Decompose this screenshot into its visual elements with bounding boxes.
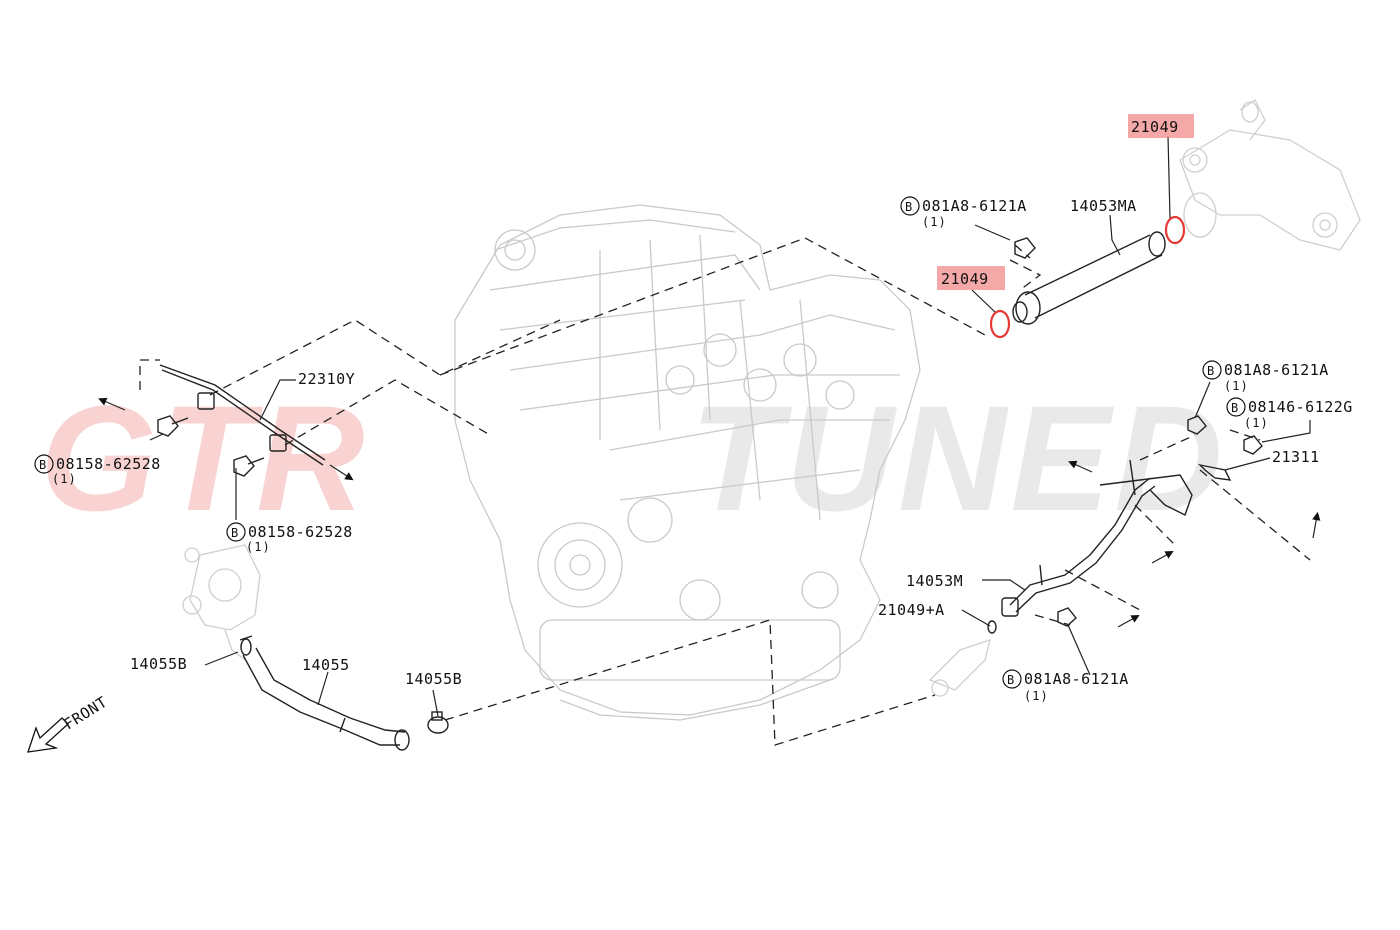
part-labels: 21049 21049 081A8-6121A (1) 14053MA 2231… — [52, 118, 1353, 703]
bolt-08146 — [1243, 435, 1263, 455]
bolt-mark-icon: B — [231, 526, 239, 540]
arrow-right-icon — [329, 464, 354, 481]
arrow-left-icon — [1068, 460, 1093, 473]
label-21049a: 21049+A — [878, 601, 945, 619]
engine-block-illustration — [454, 204, 921, 721]
harness-bracket-22310y — [159, 364, 326, 466]
arrow-up-icon — [1312, 511, 1321, 539]
thermostat-housing-illustration — [182, 544, 261, 661]
water-hose-14055 — [242, 647, 410, 751]
bolt-081a8-bottom — [1057, 607, 1077, 627]
bolt-mark-icon: B — [905, 200, 913, 214]
bolt-mark-icon: B — [39, 458, 47, 472]
label-14055b-left: 14055B — [130, 655, 187, 673]
direction-arrows — [98, 397, 1321, 628]
label-081a8-right: 081A8-6121A — [1224, 361, 1329, 379]
front-label: FRONT — [61, 693, 111, 734]
bolt-mark-icon: B — [1007, 673, 1015, 687]
watermark-right-text: TUNED — [690, 374, 1227, 542]
label-08158-left-qty: (1) — [52, 472, 77, 486]
label-21049-top: 21049 — [1131, 118, 1179, 136]
label-21049-mid: 21049 — [941, 270, 989, 288]
bracket-21311 — [1197, 463, 1232, 481]
front-indicator: FRONT — [27, 693, 111, 753]
bolt-081a8-top — [1014, 237, 1036, 259]
arrow-right-icon — [1117, 614, 1140, 628]
label-14053ma: 14053MA — [1070, 197, 1137, 215]
water-pipe-14053ma — [1012, 231, 1166, 325]
front-arrow-icon — [27, 717, 69, 753]
label-08158-left: 08158-62528 — [56, 455, 161, 473]
label-21311: 21311 — [1272, 448, 1320, 466]
bolt-08158-left — [157, 415, 189, 437]
highlight-box-21049-mid — [937, 266, 1005, 290]
watermark: GTR TUNED — [40, 374, 1227, 542]
label-14053m: 14053M — [906, 572, 963, 590]
bolt-mark-icon: B — [1207, 364, 1215, 378]
label-14055: 14055 — [302, 656, 350, 674]
label-081a8-bottom: 081A8-6121A — [1024, 670, 1129, 688]
fitting-illustration — [928, 639, 991, 697]
label-08158-mid-qty: (1) — [246, 540, 271, 554]
arrow-right-icon — [1151, 550, 1174, 564]
label-14055b-right: 14055B — [405, 670, 462, 688]
label-08146-qty: (1) — [1244, 416, 1269, 430]
label-08146: 08146-6122G — [1248, 398, 1353, 416]
bolt-mark-icon: B — [1231, 401, 1239, 415]
water-outlet-illustration — [1179, 99, 1361, 251]
label-081a8-top-qty: (1) — [922, 215, 947, 229]
o-ring-21049-mid — [989, 309, 1011, 339]
bolt-mark-icons: B B B B B B — [34, 196, 1246, 689]
highlight-box-21049-top — [1128, 114, 1194, 138]
bolt-081a8-right — [1187, 415, 1207, 435]
o-ring-21049a — [987, 620, 997, 634]
label-081a8-bottom-qty: (1) — [1024, 689, 1049, 703]
arrow-left-icon — [98, 397, 126, 411]
label-08158-mid: 08158-62528 — [248, 523, 353, 541]
label-081a8-top: 081A8-6121A — [922, 197, 1027, 215]
watermark-left-text: GTR — [40, 374, 369, 542]
label-22310y: 22310Y — [298, 370, 355, 388]
bolt-08158-mid — [233, 455, 265, 477]
label-081a8-right-qty: (1) — [1224, 379, 1249, 393]
leader-lines — [149, 135, 1311, 717]
water-pipe-14053m — [1001, 459, 1193, 617]
assembly-dashed-lines — [139, 237, 1311, 746]
o-ring-21049-top — [1164, 215, 1186, 245]
hose-clamp-14055b-left — [239, 635, 253, 656]
